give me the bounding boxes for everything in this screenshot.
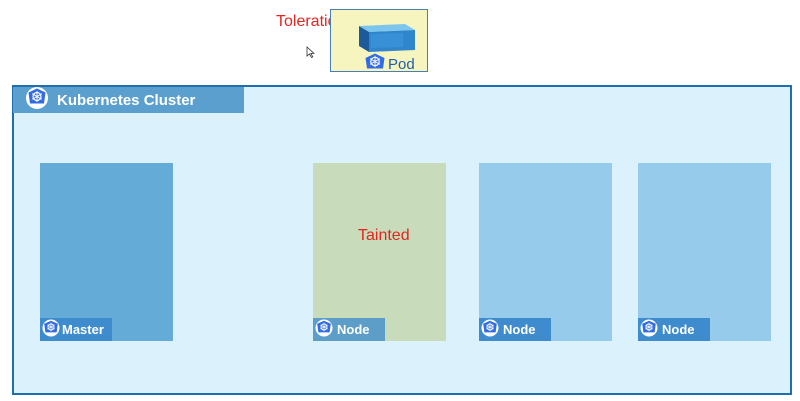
tainted-label: Tainted xyxy=(358,227,410,244)
kubernetes-wheel-icon xyxy=(481,319,499,340)
kubernetes-wheel-icon xyxy=(315,319,333,340)
pod-cube-icon xyxy=(353,20,419,54)
toleration-label: Toleration xyxy=(276,13,346,30)
pod: Pod xyxy=(330,9,428,75)
kubernetes-wheel-icon xyxy=(364,53,386,75)
pod-label-text: Pod xyxy=(388,55,415,73)
kubernetes-wheel-icon xyxy=(640,319,658,340)
cursor-icon xyxy=(306,45,316,63)
cluster-header: Kubernetes Cluster xyxy=(13,86,244,115)
pod-label: Pod xyxy=(364,53,415,75)
node-label: Master xyxy=(40,318,112,341)
node-label: Node xyxy=(479,318,551,341)
node-label: Node xyxy=(313,318,385,341)
kubernetes-wheel-icon xyxy=(42,319,60,340)
worker-node: Node xyxy=(638,163,771,341)
tainted-node: Tainted Node xyxy=(313,163,446,341)
master-node: Master xyxy=(40,163,173,341)
node-label: Node xyxy=(638,318,710,341)
cluster-title: Kubernetes Cluster xyxy=(57,91,196,109)
kubernetes-wheel-icon xyxy=(25,86,49,115)
worker-node: Node xyxy=(479,163,612,341)
